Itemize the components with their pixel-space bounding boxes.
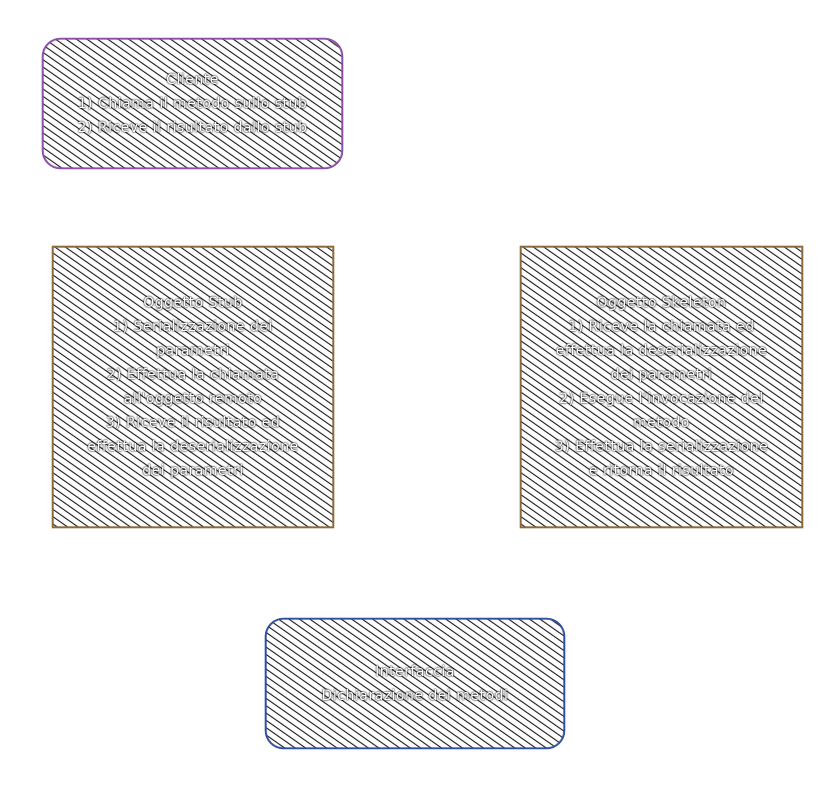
interface-hatch-background bbox=[264, 617, 566, 750]
stub-hatch-background bbox=[51, 245, 335, 529]
skeleton-line-6: 3) Effettua la serializzazione bbox=[554, 439, 769, 455]
stub-line-6: effettua la deserializzazione bbox=[87, 439, 299, 455]
client-title: Cliente bbox=[166, 71, 219, 88]
skeleton-label: Oggetto Skeleton 1) Riceve la chiamata e… bbox=[547, 291, 776, 483]
stub-line-4: all'oggetto remoto bbox=[123, 391, 263, 407]
skeleton-line-1: 1) Riceve la chiamata ed bbox=[568, 319, 755, 335]
client-node[interactable]: Cliente 1) Chiama il metodo sullo stub 2… bbox=[41, 37, 344, 170]
stub-line-2: parametri bbox=[156, 343, 230, 359]
skeleton-line-5: metodo bbox=[633, 415, 690, 431]
stub-line-3: 2) Effettua la chiamata bbox=[106, 367, 280, 383]
client-label: Cliente 1) Chiama il metodo sullo stub 2… bbox=[70, 68, 316, 140]
interface-line-1: Dichiarazione dei metodi bbox=[321, 687, 509, 704]
skeleton-hatch-background bbox=[519, 245, 804, 529]
interface-node[interactable]: Interfaccia Dichiarazione dei metodi bbox=[264, 617, 566, 750]
client-hatch-background bbox=[41, 37, 344, 170]
stub-line-1: 1) Serializzazione dei bbox=[113, 319, 273, 335]
client-line-1: 1) Chiama il metodo sullo stub bbox=[77, 95, 308, 112]
skeleton-line-7: e ritorna il risultato bbox=[588, 463, 735, 479]
skeleton-line-2: effettua la deserializzazione bbox=[555, 343, 768, 359]
stub-line-7: dei parametri bbox=[142, 463, 244, 479]
stub-line-5: 3) Riceve il risultato ed bbox=[105, 415, 281, 431]
stub-node[interactable]: Oggetto Stub 1) Serializzazione dei para… bbox=[51, 245, 335, 529]
stub-title: Oggetto Stub bbox=[143, 295, 243, 311]
skeleton-title: Oggetto Skeleton bbox=[596, 295, 727, 311]
skeleton-line-3: dei parametri bbox=[610, 367, 713, 383]
stub-label: Oggetto Stub 1) Serializzazione dei para… bbox=[79, 291, 306, 483]
interface-label: Interfaccia Dichiarazione dei metodi bbox=[314, 660, 517, 708]
client-line-2: 2) Riceve il risultato dallo stub bbox=[77, 119, 308, 136]
interface-title: Interfaccia bbox=[375, 663, 455, 680]
skeleton-node[interactable]: Oggetto Skeleton 1) Riceve la chiamata e… bbox=[519, 245, 804, 529]
skeleton-line-4: 2) Esegue l'invocazione del bbox=[559, 391, 764, 407]
